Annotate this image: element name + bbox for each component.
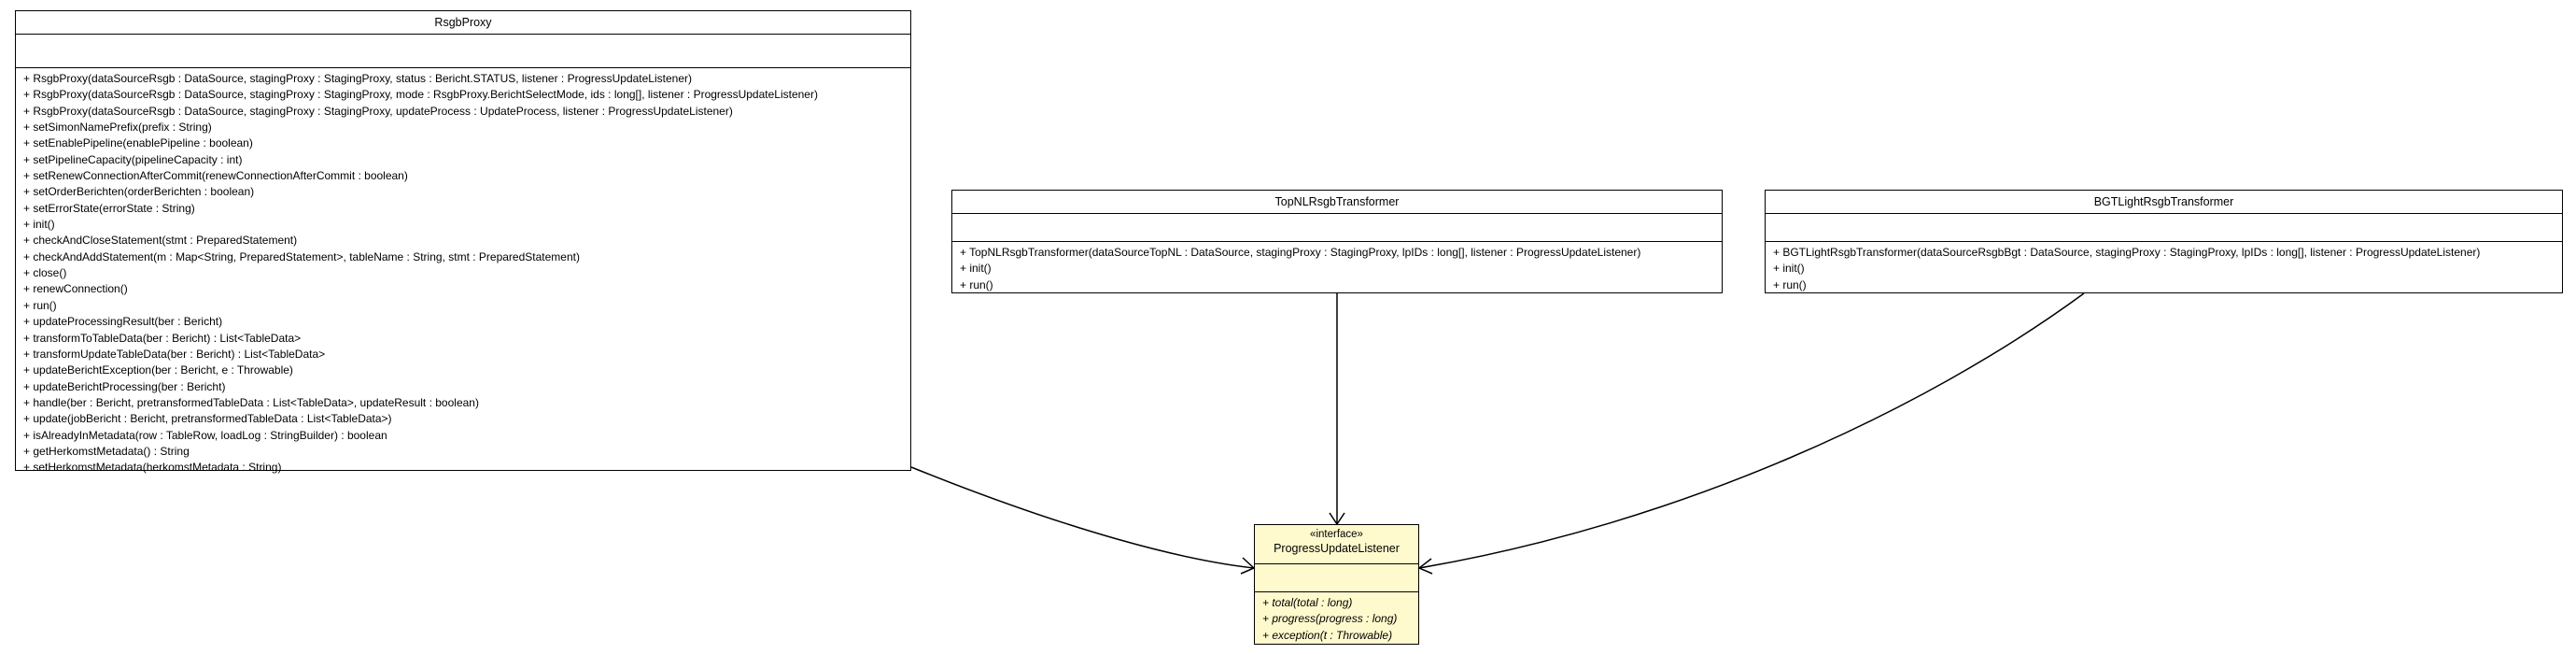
operation: + init() [1773, 262, 1805, 276]
operation: + updateBerichtProcessing(ber : Bericht) [23, 379, 226, 393]
arrowhead [1329, 512, 1345, 526]
class-name: TopNLRsgbTransformer [952, 191, 1722, 214]
operations-compartment: + total(total : long) + progress(progres… [1255, 592, 1418, 644]
operation: + setEnablePipeline(enablePipeline : boo… [23, 136, 253, 150]
operation: + checkAndAddStatement(m : Map<String, P… [23, 249, 580, 263]
operation: + RsgbProxy(dataSourceRsgb : DataSource,… [23, 88, 818, 102]
arrowhead [1240, 557, 1256, 575]
operation: + setSimonNamePrefix(prefix : String) [23, 121, 212, 135]
interface-name: ProgressUpdateListener [1274, 542, 1400, 555]
operations-compartment: + BGTLightRsgbTransformer(dataSourceRsgb… [1766, 242, 2562, 293]
operation: + setHerkomstMetadata(herkomstMetadata :… [23, 461, 282, 475]
attributes-compartment [1766, 214, 2562, 242]
attributes-compartment [1255, 564, 1418, 592]
operations-compartment: + TopNLRsgbTransformer(dataSourceTopNL :… [952, 242, 1722, 293]
operation: + setPipelineCapacity(pipelineCapacity :… [23, 152, 243, 166]
operation: + close() [23, 266, 67, 280]
operation: + handle(ber : Bericht, pretransformedTa… [23, 395, 479, 409]
operation: + setOrderBerichten(orderBerichten : boo… [23, 185, 255, 199]
interface-progress-update-listener: «interface» ProgressUpdateListener + tot… [1254, 524, 1419, 645]
stereotype-label: «interface» [1310, 529, 1363, 540]
class-rsgbproxy: RsgbProxy + RsgbProxy(dataSourceRsgb : D… [15, 10, 911, 474]
class-topnl-rsgb-transformer: TopNLRsgbTransformer + TopNLRsgbTransfor… [951, 190, 1723, 293]
operation: + checkAndCloseStatement(stmt : Prepared… [23, 234, 298, 248]
operation: + update(jobBericht : Bericht, pretransf… [23, 412, 392, 426]
operation: + isAlreadyInMetadata(row : TableRow, lo… [23, 428, 387, 442]
attributes-compartment [952, 214, 1722, 242]
interface-header: «interface» ProgressUpdateListener [1255, 525, 1418, 564]
operation: + setRenewConnectionAfterCommit(renewCon… [23, 169, 408, 183]
operation: + run() [1773, 277, 1807, 291]
operation: + RsgbProxy(dataSourceRsgb : DataSource,… [23, 104, 733, 118]
operation: + run() [960, 277, 993, 291]
class-bgtlight-rsgb-transformer: BGTLightRsgbTransformer + BGTLightRsgbTr… [1765, 190, 2563, 293]
operation: + transformUpdateTableData(ber : Bericht… [23, 347, 326, 361]
operation: + run() [23, 298, 57, 312]
class-name: RsgbProxy [16, 11, 910, 35]
operation: + transformToTableData(ber : Bericht) : … [23, 331, 302, 345]
operation: + updateProcessingResult(ber : Bericht) [23, 315, 223, 329]
operation: + progress(progress : long) [1262, 612, 1398, 626]
association-rsgbproxy-to-listener [910, 466, 1255, 569]
operation: + getHerkomstMetadata() : String [23, 444, 190, 458]
operation: + renewConnection() [23, 282, 128, 296]
operation: + updateBerichtException(ber : Bericht, … [23, 363, 293, 377]
attributes-compartment [16, 35, 910, 68]
operation: + total(total : long) [1262, 596, 1353, 609]
operation: + TopNLRsgbTransformer(dataSourceTopNL :… [960, 246, 1641, 259]
operation: + setErrorState(errorState : String) [23, 201, 195, 215]
operation: + RsgbProxy(dataSourceRsgb : DataSource,… [23, 72, 692, 85]
class-name: BGTLightRsgbTransformer [1766, 191, 2562, 214]
operation: + init() [23, 218, 55, 232]
arrowhead [1417, 558, 1433, 575]
operation: + BGTLightRsgbTransformer(dataSourceRsgb… [1773, 246, 2481, 259]
association-bgtlight-to-listener [1418, 292, 2085, 569]
operation: + exception(t : Throwable) [1262, 628, 1393, 642]
operation: + init() [960, 262, 992, 276]
operations-compartment: + RsgbProxy(dataSourceRsgb : DataSource,… [16, 68, 910, 476]
